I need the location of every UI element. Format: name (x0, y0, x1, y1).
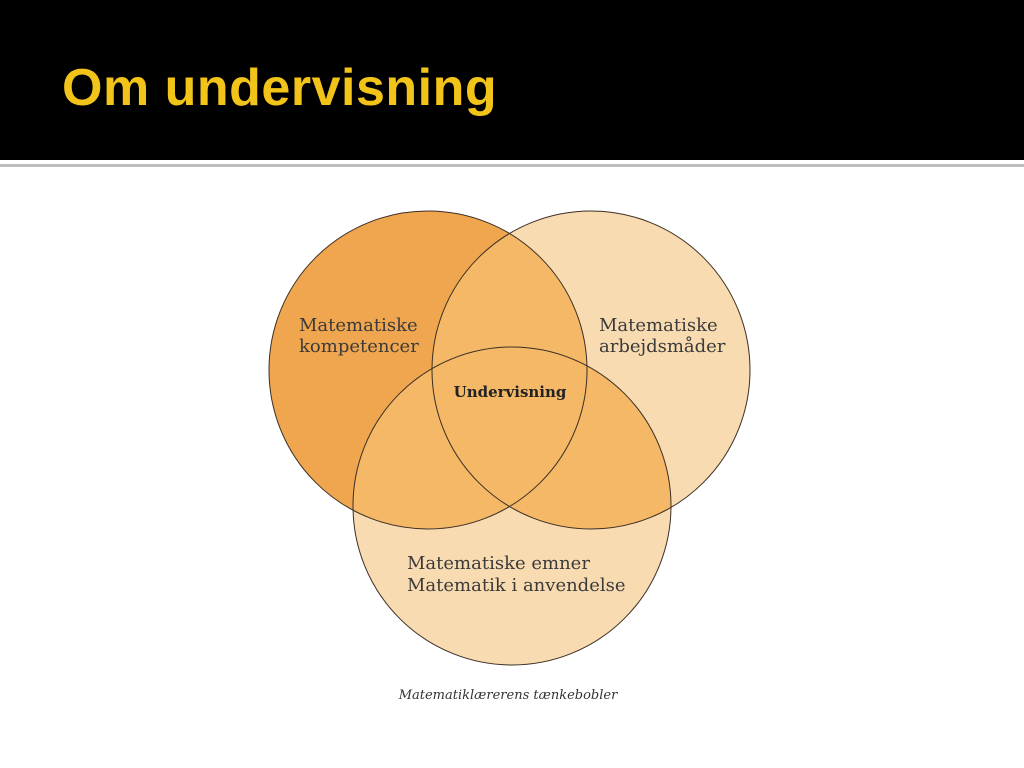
label-kompetencer-line-2: kompetencer (299, 336, 419, 357)
label-kompetencer-line-1: Matematiske (299, 315, 418, 336)
slide-title: Om undervisning (62, 59, 498, 117)
diagram-caption: Matematiklærerens tænkebobler (398, 688, 618, 703)
label-emner: Matematiske emner Matematik i anvendelse (407, 553, 626, 596)
title-divider-gray (0, 164, 1024, 167)
outline-kompetencer (268, 210, 588, 530)
outline-emner (352, 346, 672, 666)
label-arbejdsmaader-line-2: arbejdsmåder (599, 335, 726, 357)
label-emner-line-1: Matematiske emner (407, 553, 590, 574)
title-divider-white (0, 160, 1024, 164)
label-arbejdsmaader-line-1: Matematiske (599, 315, 718, 336)
label-emner-line-2: Matematik i anvendelse (407, 575, 626, 596)
outline-arbejdsmaader (431, 210, 751, 530)
label-arbejdsmaader: Matematiske arbejdsmåder (599, 315, 726, 357)
title-bar: Om undervisning (0, 0, 1024, 160)
center-label: Undervisning (454, 383, 567, 401)
label-kompetencer: Matematiske kompetencer (299, 315, 423, 357)
